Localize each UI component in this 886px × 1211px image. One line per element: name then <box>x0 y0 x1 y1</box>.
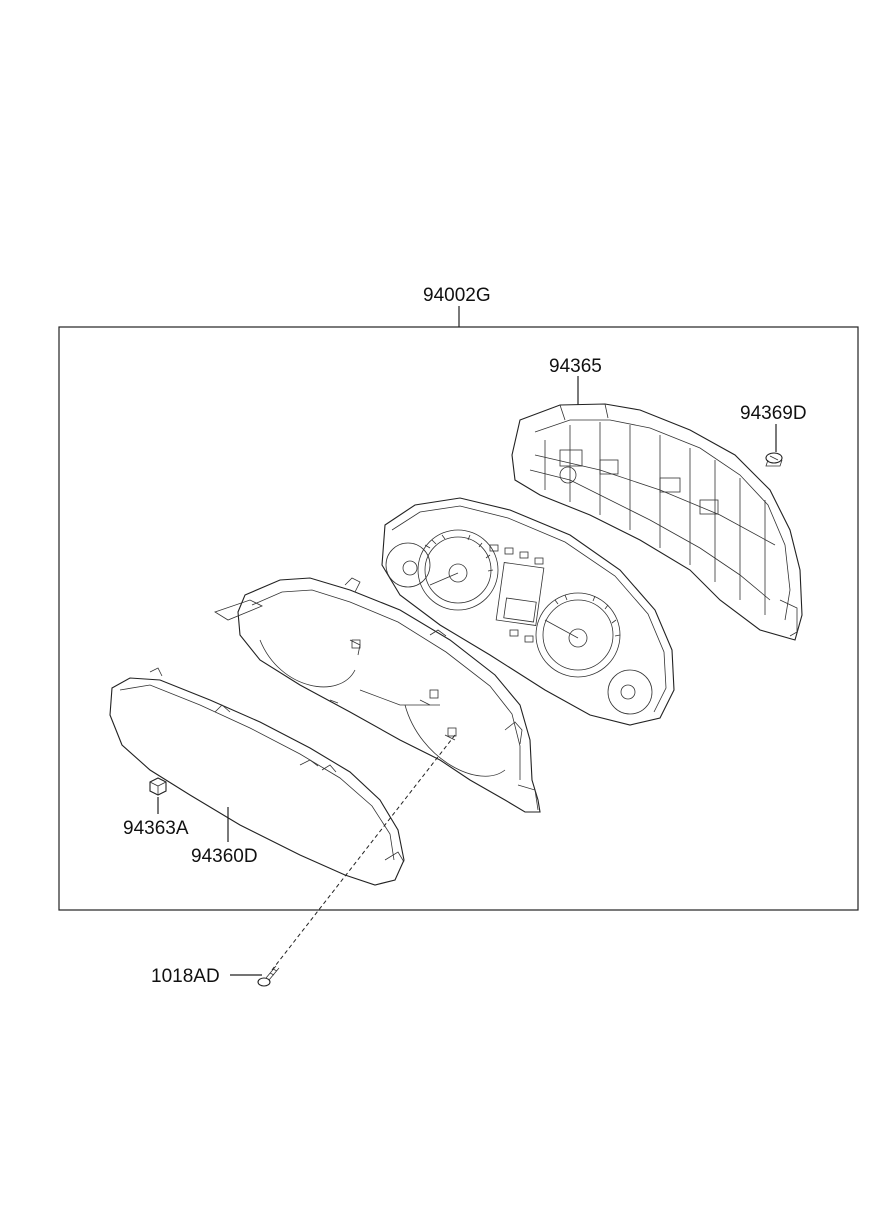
rear-housing-94365[interactable] <box>511 403 803 641</box>
center-display <box>495 562 545 626</box>
screw-1018AD[interactable] <box>257 965 280 987</box>
label-94369D[interactable]: 94369D <box>740 403 807 424</box>
label-94360D[interactable]: 94360D <box>191 846 258 867</box>
fuel-gauge <box>385 542 431 588</box>
gauge-panel[interactable] <box>381 497 675 726</box>
bulb-94369D[interactable] <box>765 452 783 467</box>
screw-dash-line <box>271 734 456 971</box>
lens-clip-94363A[interactable] <box>149 777 167 796</box>
gauge-mask[interactable] <box>214 577 541 813</box>
label-94363A[interactable]: 94363A <box>123 818 189 839</box>
label-94002G[interactable]: 94002G <box>423 285 491 306</box>
tachometer <box>417 529 499 611</box>
temp-gauge <box>607 669 653 715</box>
label-94365[interactable]: 94365 <box>549 356 602 377</box>
label-1018AD[interactable]: 1018AD <box>151 966 220 987</box>
lens-94360D[interactable] <box>109 667 405 886</box>
